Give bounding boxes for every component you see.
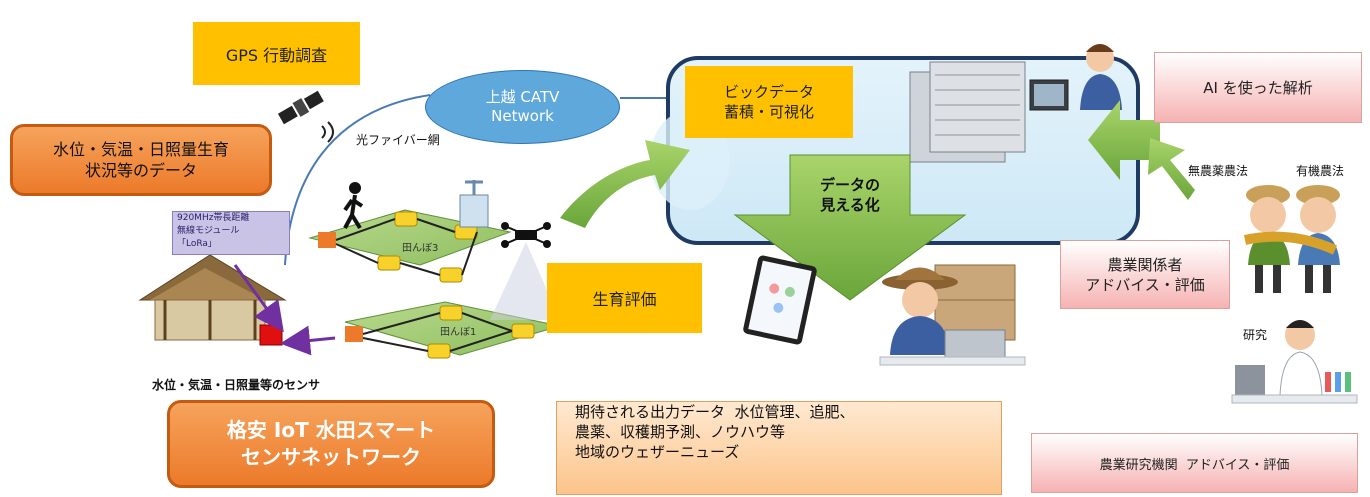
gps-label-text: GPS 行動調査 bbox=[225, 45, 328, 65]
lora-module-label: 920MHz帯長距離 無線モジュール 「LoRa」 bbox=[172, 211, 290, 255]
stakeholder-arrow bbox=[1148, 138, 1195, 200]
fiber-optic-label: 光ファイバー網 bbox=[356, 133, 440, 147]
tablet-icon bbox=[743, 255, 817, 345]
walking-person-icon bbox=[343, 182, 364, 230]
ai-analysis-box: AI を使った解析 bbox=[1154, 52, 1362, 123]
output-line2: 農薬、収穫期予測、ノウハウ等 bbox=[575, 423, 786, 441]
growth-evaluation-text: 生育評価 bbox=[592, 290, 657, 309]
stakeholder-line1: 農業関係者 bbox=[1107, 255, 1183, 274]
lora-line2: 無線モジュール bbox=[177, 226, 240, 236]
ai-analysis-text: AI を使った解析 bbox=[1203, 79, 1313, 97]
hut-icon bbox=[138, 254, 287, 346]
paddy-3-label: 田んぼ3 bbox=[402, 243, 439, 254]
lora-arrow-lower bbox=[280, 325, 336, 356]
growth-evaluation-box: 生育評価 bbox=[547, 263, 702, 333]
bigdata-line1: ビックデータ bbox=[723, 83, 814, 101]
sensor-caption: 水位・気温・日照量等のセンサ bbox=[152, 378, 321, 392]
data-visualization-arrow bbox=[733, 154, 967, 301]
stakeholder-line2: アドバイス・評価 bbox=[1085, 275, 1205, 294]
visualization-line1: データの bbox=[819, 176, 880, 194]
lora-line3: 「LoRa」 bbox=[177, 239, 217, 249]
sensor-data-text: 水位・気温・日照量生育状況等のデータ bbox=[52, 140, 229, 180]
farming-organic-label: 有機農法 bbox=[1296, 164, 1345, 178]
bigdata-box: ビックデータ 蓄積・可視化 bbox=[685, 66, 853, 138]
network-title-line1: 格安 IoT 水田スマート bbox=[226, 418, 436, 442]
visualization-line2: 見える化 bbox=[820, 196, 880, 214]
lora-arrow-upper bbox=[233, 264, 284, 333]
network-title-line2: センサネットワーク bbox=[241, 445, 421, 469]
output-line3: 地域のウェザーニューズ bbox=[575, 443, 740, 461]
research-institute-box: 農業研究機関 アドバイス・評価 bbox=[1031, 433, 1358, 493]
server-rack-icon bbox=[909, 61, 1026, 163]
paddy-1-label: 田んぼ1 bbox=[440, 327, 477, 338]
stakeholder-box: 農業関係者 アドバイス・評価 bbox=[1060, 240, 1230, 309]
expected-output-box: 期待される出力データ 水位管理、追肥、 農薬、収穫期予測、ノウハウ等 地域のウェ… bbox=[556, 401, 1002, 495]
bigdata-line2: 蓄積・可視化 bbox=[723, 103, 814, 121]
catv-line2: Network bbox=[491, 107, 554, 125]
researcher-icon bbox=[1231, 320, 1358, 404]
lora-line1: 920MHz帯長距離 bbox=[177, 213, 250, 223]
upload-arrow bbox=[560, 140, 690, 228]
research-institute-text: 農業研究機関 アドバイス・評価 bbox=[1099, 457, 1290, 473]
visualization-label: データの 見える化 bbox=[795, 170, 905, 220]
research-label: 研究 bbox=[1243, 328, 1268, 342]
farmers-icon bbox=[1243, 185, 1340, 293]
ai-feedback-arrow bbox=[1088, 100, 1160, 180]
farming-no-pesticide-label: 無農薬農法 bbox=[1188, 164, 1249, 178]
operator-icon bbox=[1029, 44, 1122, 111]
catv-network-node: 上越 CATV Network bbox=[425, 70, 620, 144]
satellite-icon bbox=[277, 90, 324, 125]
network-title-box: 格安 IoT 水田スマート センサネットワーク bbox=[167, 400, 495, 488]
sensor-data-box: 水位・気温・日照量生育状況等のデータ bbox=[10, 124, 272, 196]
water-gate-icon bbox=[459, 180, 489, 228]
farmer-with-laptop-icon bbox=[879, 264, 1026, 366]
gps-survey-label: GPS 行動調査 bbox=[193, 22, 360, 85]
output-line1: 期待される出力データ 水位管理、追肥、 bbox=[575, 403, 855, 421]
catv-line1: 上越 CATV bbox=[485, 88, 560, 106]
drone-icon bbox=[501, 222, 551, 248]
